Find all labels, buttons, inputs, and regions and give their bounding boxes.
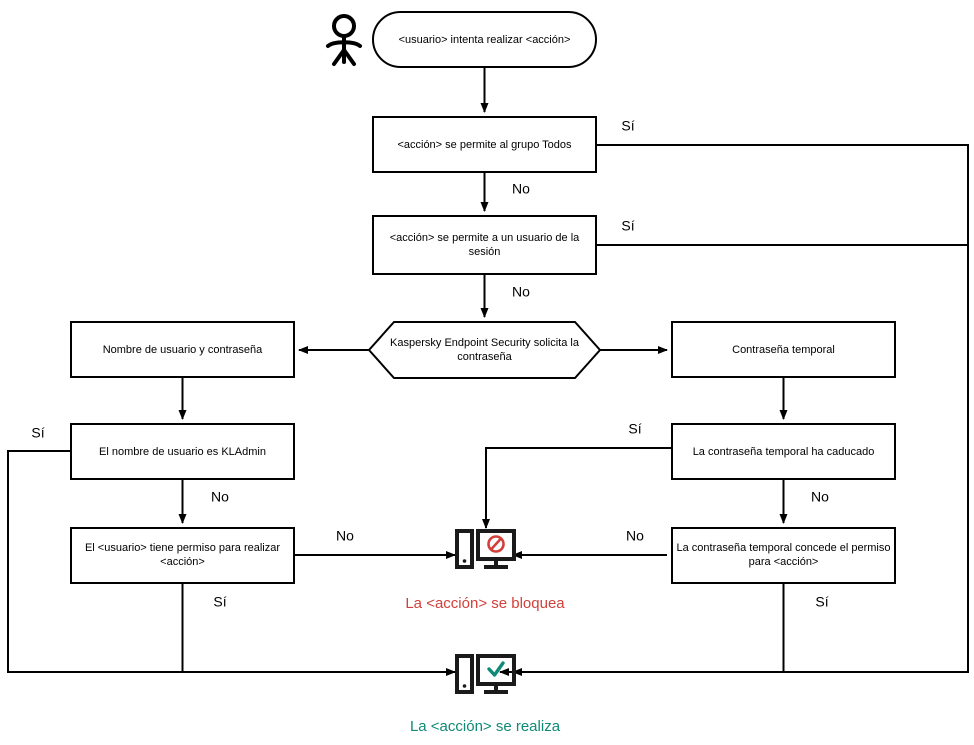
- node-temp-grants-permission: La contraseña temporal concede el permis…: [671, 527, 896, 584]
- monitor-blocked-icon: [455, 529, 516, 569]
- node-temp-password: Contraseña temporal: [671, 321, 896, 378]
- node-temp-expired: La contraseña temporal ha caducado: [671, 423, 896, 480]
- node-username-password-label: Nombre de usuario y contraseña: [103, 344, 263, 356]
- edge-label-session-no: No: [512, 284, 530, 300]
- edge-label-permission-yes: Sí: [213, 594, 226, 610]
- monitor-check-icon: [455, 654, 516, 694]
- edge-expired-yes: [482, 447, 672, 529]
- node-kes-prompt: Kaspersky Endpoint Security solicita la …: [367, 321, 602, 379]
- edge-label-kladmin-yes: Sí: [31, 425, 44, 441]
- edge-label-everyone-no: No: [512, 181, 530, 197]
- edge-label-session-yes: Sí: [621, 218, 634, 234]
- node-kes-prompt-label: Kaspersky Endpoint Security solicita la: [390, 337, 580, 349]
- node-everyone-group-label: <acción> se permite al grupo Todos: [397, 139, 572, 151]
- edge-label-grants-yes: Sí: [815, 594, 828, 610]
- node-user-has-permission-label-2: <acción>: [160, 556, 205, 568]
- node-start: <usuario> intenta realizar <acción>: [372, 11, 597, 68]
- edge-label-kladmin-no: No: [211, 489, 229, 505]
- node-username-password: Nombre de usuario y contraseña: [70, 321, 295, 378]
- node-user-has-permission-label: El <usuario> tiene permiso para realizar: [85, 542, 280, 554]
- node-everyone-group: <acción> se permite al grupo Todos: [372, 116, 597, 173]
- node-temp-grants-permission-label: La contraseña temporal concede el permis…: [676, 542, 890, 554]
- node-user-has-permission: El <usuario> tiene permiso para realizar…: [70, 527, 295, 584]
- node-temp-grants-permission-label-2: para <acción>: [749, 556, 819, 568]
- actor-icon: [326, 14, 362, 66]
- edge-label-expired-yes: Sí: [628, 421, 641, 437]
- edge-label-permission-no: No: [336, 528, 354, 544]
- edge-label-expired-no: No: [811, 489, 829, 505]
- node-session-user: <acción> se permite a un usuario de la s…: [372, 215, 597, 275]
- node-start-label: <usuario> intenta realizar <acción>: [399, 34, 571, 46]
- node-is-kladmin: El nombre de usuario es KLAdmin: [70, 423, 295, 480]
- edge-label-everyone-yes: Sí: [621, 118, 634, 134]
- node-temp-password-label: Contraseña temporal: [732, 344, 835, 356]
- node-session-user-label-2: sesión: [469, 246, 501, 258]
- node-session-user-label: <acción> se permite a un usuario de la: [390, 232, 580, 244]
- outcome-blocked-label: La <acción> se bloquea: [405, 595, 565, 612]
- outcome-allowed-label: La <acción> se realiza: [410, 718, 561, 735]
- node-kes-prompt-label-2: contraseña: [457, 351, 512, 363]
- node-is-kladmin-label: El nombre de usuario es KLAdmin: [99, 446, 266, 458]
- edge-label-grants-no: No: [626, 528, 644, 544]
- edge-kladmin-yes: [7, 450, 456, 676]
- node-temp-expired-label: La contraseña temporal ha caducado: [693, 446, 875, 458]
